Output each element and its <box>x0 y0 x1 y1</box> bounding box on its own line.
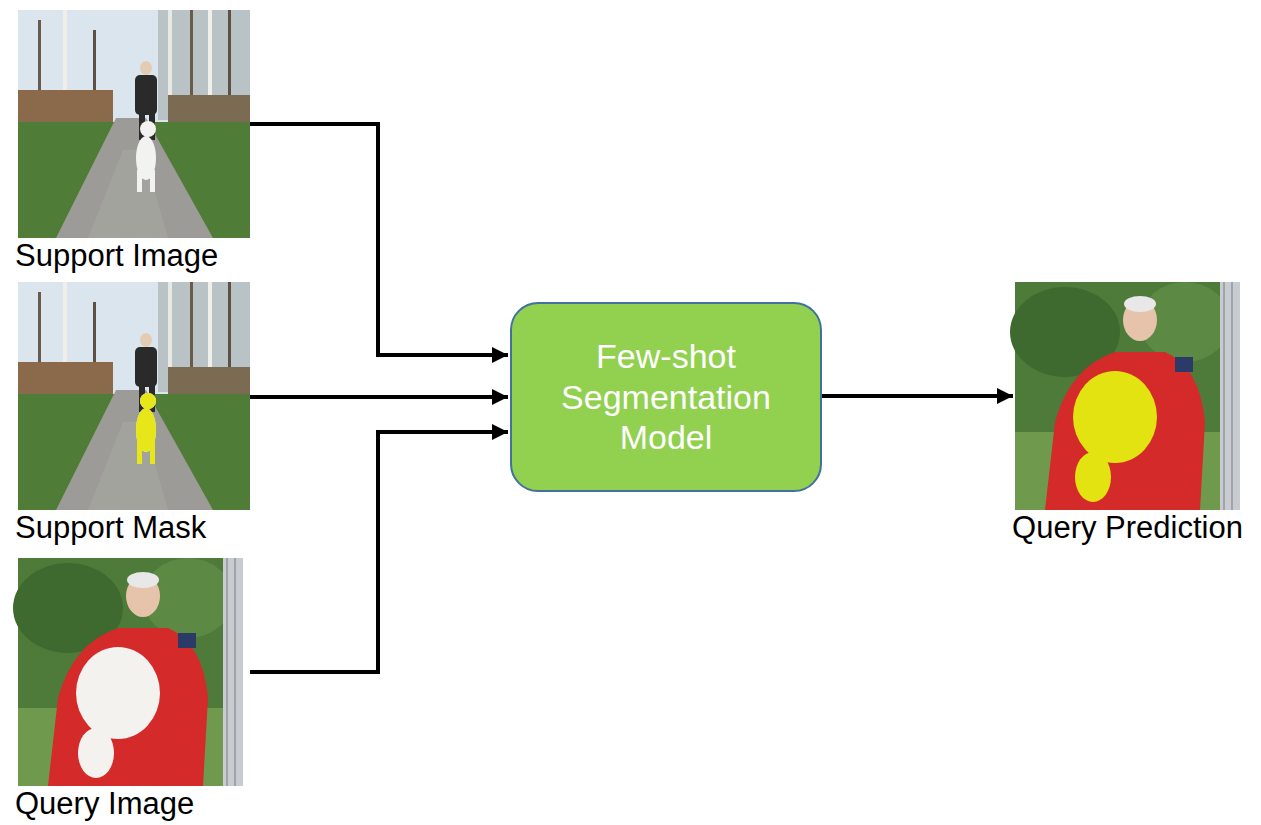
image-caption: Support Mask <box>15 512 206 545</box>
image-node: Support Mask <box>18 282 250 510</box>
model-label: Few-shot Segmentation Model <box>534 336 798 458</box>
image-caption: Support Image <box>15 240 218 273</box>
flow-arrow <box>822 394 1013 398</box>
image-node: Query Prediction <box>1015 282 1240 510</box>
image-node: Support Image <box>18 10 250 238</box>
image-caption: Query Image <box>15 788 194 821</box>
photo-frame <box>18 10 250 238</box>
photo-frame <box>1015 282 1240 510</box>
flow-arrow <box>250 395 508 399</box>
photo-frame <box>18 558 250 786</box>
image-node: Query Image <box>18 558 250 786</box>
model-box: Few-shot Segmentation Model <box>510 302 822 492</box>
flow-arrow <box>250 124 508 355</box>
photo-frame <box>18 282 250 510</box>
flow-arrow <box>250 432 508 672</box>
image-caption: Query Prediction <box>1012 512 1243 545</box>
